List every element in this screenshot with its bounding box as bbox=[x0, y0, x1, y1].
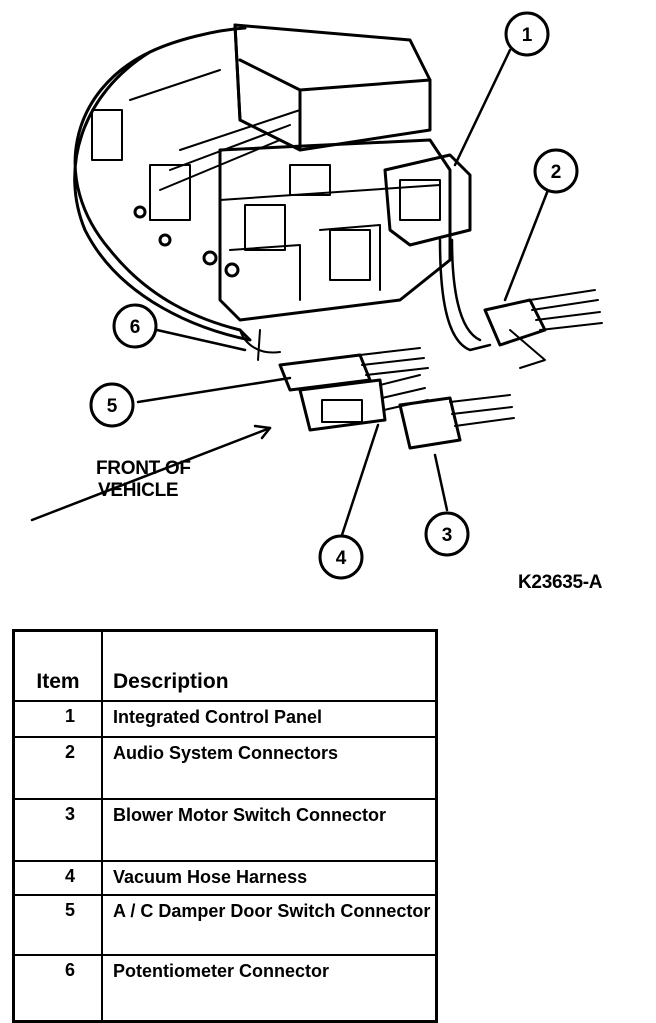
audio-connector-drawing bbox=[483, 298, 547, 347]
legend-table: Item Description 1 Integrated Control Pa… bbox=[12, 629, 438, 1023]
legend-item-description: Potentiometer Connector bbox=[101, 954, 438, 1023]
legend-item-number: 1 bbox=[12, 700, 103, 738]
callout-5: 5 bbox=[107, 396, 118, 417]
legend-header-item: Item bbox=[12, 629, 103, 702]
legend-item-description: A / C Damper Door Switch Connector bbox=[101, 894, 438, 956]
legend-item-description: Vacuum Hose Harness bbox=[101, 860, 438, 896]
front-arrow bbox=[30, 426, 272, 522]
table-row: 1 Integrated Control Panel bbox=[12, 700, 438, 738]
legend-item-number: 2 bbox=[12, 736, 103, 800]
table-row: 4 Vacuum Hose Harness bbox=[12, 860, 438, 896]
legend-item-description: Audio System Connectors bbox=[101, 736, 438, 800]
legend-item-number: 6 bbox=[12, 954, 103, 1023]
legend-header-description: Description bbox=[101, 629, 438, 702]
callout-circle-3 bbox=[424, 511, 470, 557]
table-row: 6 Potentiometer Connector bbox=[12, 954, 438, 1023]
callout-circle-5 bbox=[89, 382, 135, 428]
callout-2: 2 bbox=[551, 162, 562, 183]
table-row: 3 Blower Motor Switch Connector bbox=[12, 798, 438, 862]
callout-circle-4 bbox=[318, 534, 364, 580]
front-label-line-2: VEHICLE bbox=[98, 480, 179, 501]
callout-6: 6 bbox=[130, 317, 141, 338]
legend-item-description: Blower Motor Switch Connector bbox=[101, 798, 438, 862]
front-of-vehicle-label: FRONT OF VEHICLE bbox=[96, 458, 191, 502]
table-row: 5 A / C Damper Door Switch Connector bbox=[12, 894, 438, 956]
figure-id: K23635-A bbox=[518, 572, 603, 593]
control-panel-illustration: 1 2 3 4 5 6 bbox=[30, 11, 603, 580]
table-row: 2 Audio System Connectors bbox=[12, 736, 438, 800]
panel-body bbox=[218, 138, 452, 322]
callout-4: 4 bbox=[336, 548, 347, 569]
callout-1: 1 bbox=[522, 25, 533, 46]
legend-item-number: 5 bbox=[12, 894, 103, 956]
callout-3: 3 bbox=[442, 525, 453, 546]
legend-item-number: 3 bbox=[12, 798, 103, 862]
front-label-line-1: FRONT OF bbox=[96, 458, 191, 479]
callout-circle-1 bbox=[504, 11, 550, 57]
damper-connector-drawing bbox=[278, 353, 372, 392]
panel-bezel bbox=[73, 50, 252, 342]
legend-item-description: Integrated Control Panel bbox=[101, 700, 438, 738]
legend-item-number: 4 bbox=[12, 860, 103, 896]
callout-circle-6 bbox=[112, 303, 158, 349]
vacuum-harness-drawing bbox=[298, 378, 387, 432]
callout-circle-2 bbox=[533, 148, 579, 194]
blower-connector-drawing bbox=[398, 396, 462, 450]
legend-header-row: Item Description bbox=[12, 629, 438, 702]
